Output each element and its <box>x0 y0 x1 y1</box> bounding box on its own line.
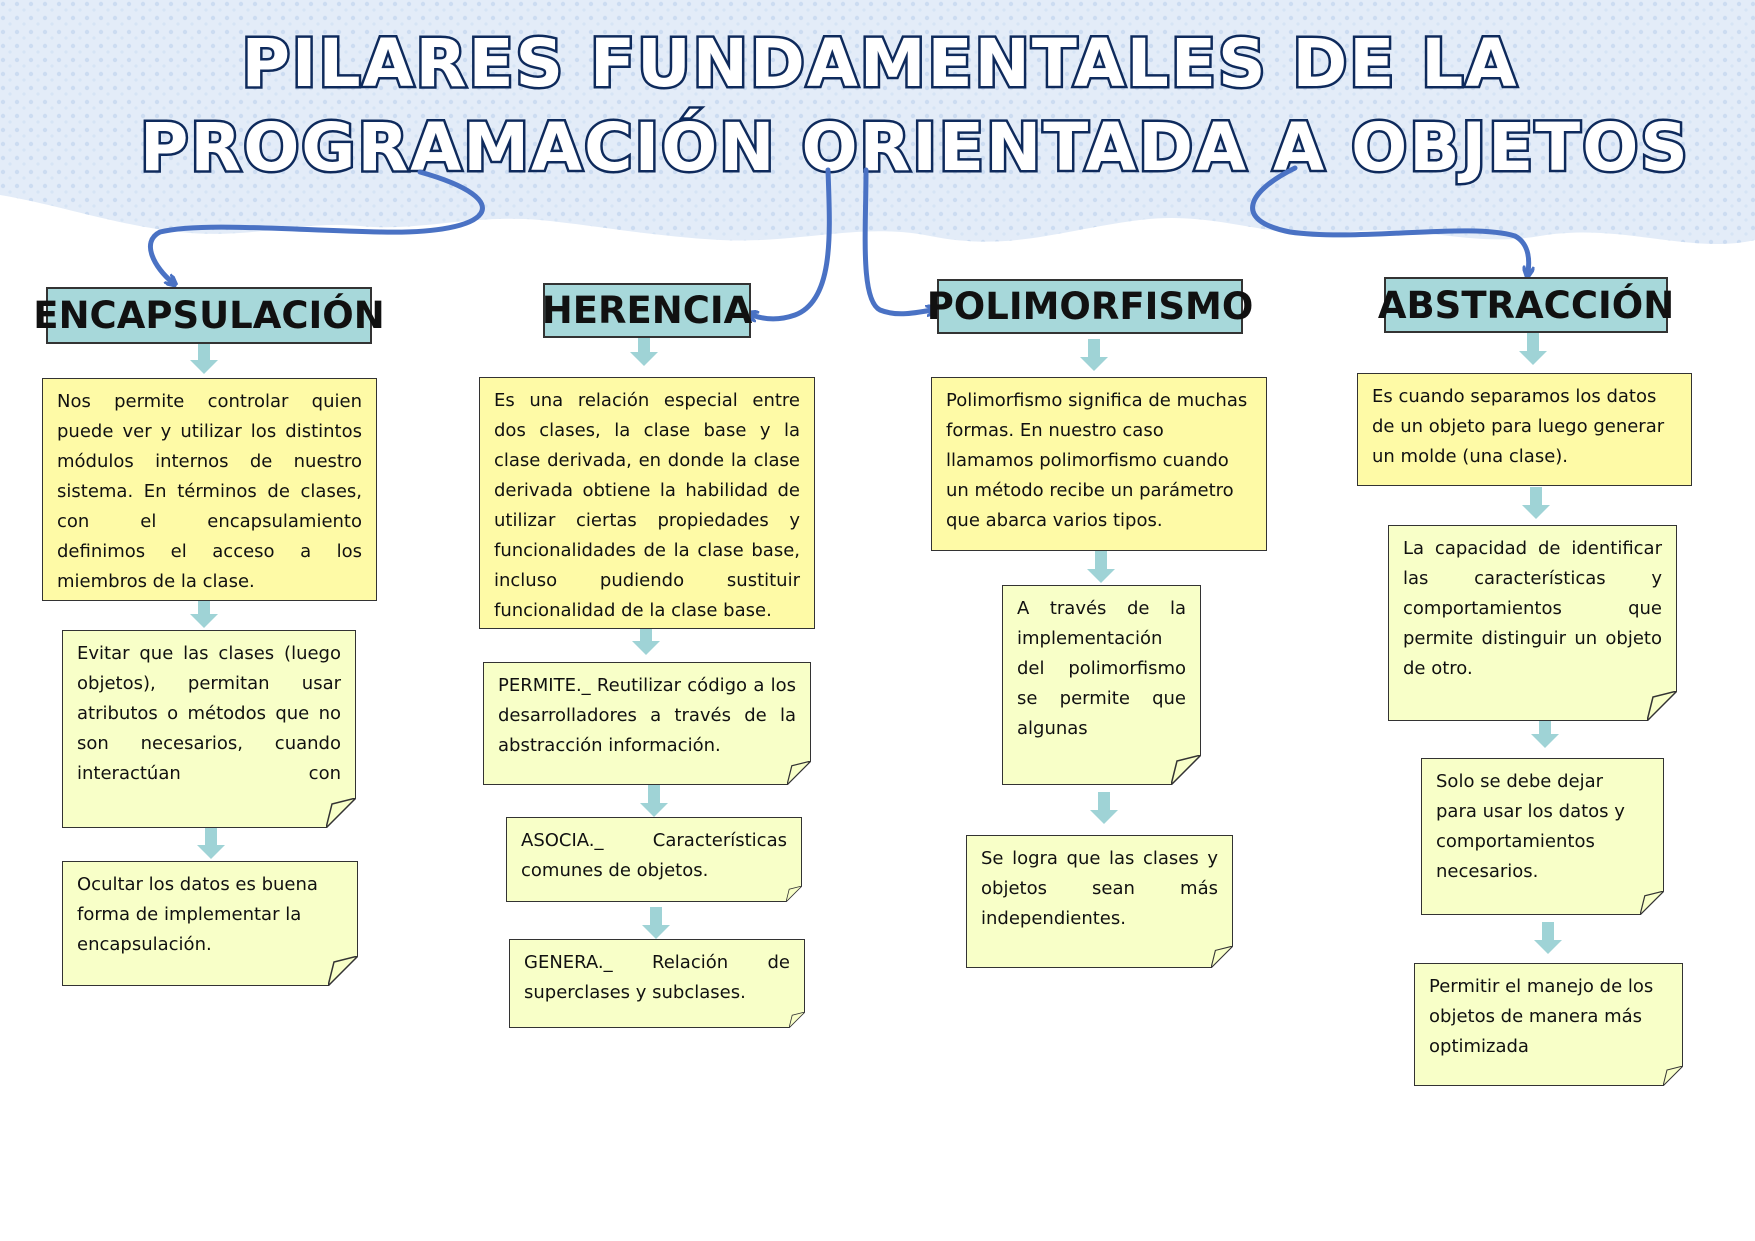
note-text: GENERA._ Relación de superclases y subcl… <box>524 952 790 1003</box>
note-herencia-3: GENERA._ Relación de superclases y subcl… <box>509 939 805 1028</box>
header-polimorfismo: POLIMORFISMO <box>927 279 1253 334</box>
note-polimorfismo-1: A través de la implementación del polimo… <box>1002 585 1201 785</box>
header-herencia: HERENCIA <box>542 283 752 338</box>
header-abstraccion: ABSTRACCIÓN <box>1378 277 1674 333</box>
definition-encapsulacion: Nos permite controlar quien puede ver y … <box>42 378 377 601</box>
page-fold-icon <box>1647 691 1677 721</box>
note-text: Permitir el manejo de los objetos de man… <box>1429 976 1654 1057</box>
page-fold-icon <box>786 886 802 902</box>
page-fold-icon <box>789 1012 805 1028</box>
note-text: ASOCIA._ Características comunes de obje… <box>521 830 787 881</box>
note-encapsulacion-1: Evitar que las clases (luego objetos), p… <box>62 630 356 828</box>
note-herencia-2: ASOCIA._ Características comunes de obje… <box>506 817 802 902</box>
page-fold-icon <box>787 761 811 785</box>
note-abstraccion-2: Solo se debe dejar para usar los datos y… <box>1421 758 1664 915</box>
page-fold-icon <box>326 798 356 828</box>
page-fold-icon <box>1171 755 1201 785</box>
note-text: Se logra que las clases y objetos sean m… <box>981 848 1218 929</box>
note-text: A través de la implementación del polimo… <box>1017 598 1186 739</box>
note-herencia-1: PERMITE._ Reutilizar código a los desarr… <box>483 662 811 785</box>
page-fold-icon <box>1211 946 1233 968</box>
definition-herencia: Es una relación especial entre dos clase… <box>479 377 815 629</box>
note-text: Solo se debe dejar para usar los datos y… <box>1436 771 1625 882</box>
page-fold-icon <box>1663 1066 1683 1086</box>
note-abstraccion-3: Permitir el manejo de los objetos de man… <box>1414 963 1683 1086</box>
note-text: Evitar que las clases (luego objetos), p… <box>77 643 341 784</box>
note-text: La capacidad de identificar las caracter… <box>1403 538 1662 679</box>
note-text: Ocultar los datos es buena forma de impl… <box>77 874 318 955</box>
definition-abstraccion: Es cuando separamos los datos de un obje… <box>1357 373 1692 486</box>
note-text: PERMITE._ Reutilizar código a los desarr… <box>498 675 796 756</box>
definition-polimorfismo: Polimorfismo significa de muchas formas.… <box>931 377 1267 551</box>
page-fold-icon <box>1640 891 1664 915</box>
title-line-1: PILARES FUNDAMENTALES DE LA <box>239 23 1519 105</box>
note-abstraccion-1: La capacidad de identificar las caracter… <box>1388 525 1677 721</box>
note-encapsulacion-2: Ocultar los datos es buena forma de impl… <box>62 861 358 986</box>
page-fold-icon <box>328 956 358 986</box>
title-line-2: PROGRAMACIÓN ORIENTADA A OBJETOS <box>138 107 1691 189</box>
note-polimorfismo-2: Se logra que las clases y objetos sean m… <box>966 835 1233 968</box>
header-encapsulacion: ENCAPSULACIÓN <box>33 287 385 344</box>
